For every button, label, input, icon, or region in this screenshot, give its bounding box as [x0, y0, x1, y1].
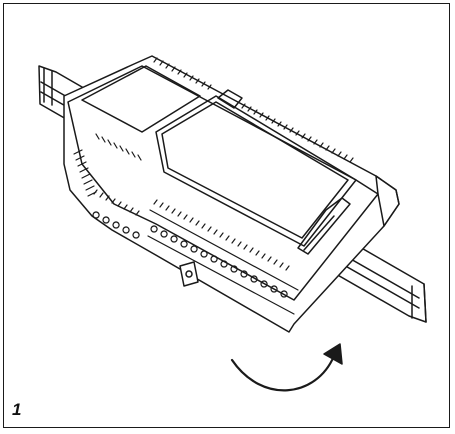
rotation-arrow-arc [230, 354, 336, 392]
slot-clip [297, 197, 351, 255]
left-vents [73, 133, 142, 197]
end-cap [375, 175, 400, 227]
figure-number: 1 [12, 400, 22, 419]
terminal-row-upper [149, 199, 299, 291]
terminal-row-lower [147, 225, 295, 315]
cover-panel [155, 95, 357, 247]
din-module [63, 55, 400, 333]
rail-clip [179, 261, 199, 287]
terminal-row-left [92, 189, 140, 239]
label-window [81, 65, 201, 133]
installation-drawing [38, 55, 427, 392]
arrowhead-icon [323, 343, 343, 365]
rotation-arrow [230, 343, 343, 392]
top-tab [217, 89, 243, 109]
figure-frame: 1 [3, 3, 450, 428]
top-vents [153, 57, 354, 163]
